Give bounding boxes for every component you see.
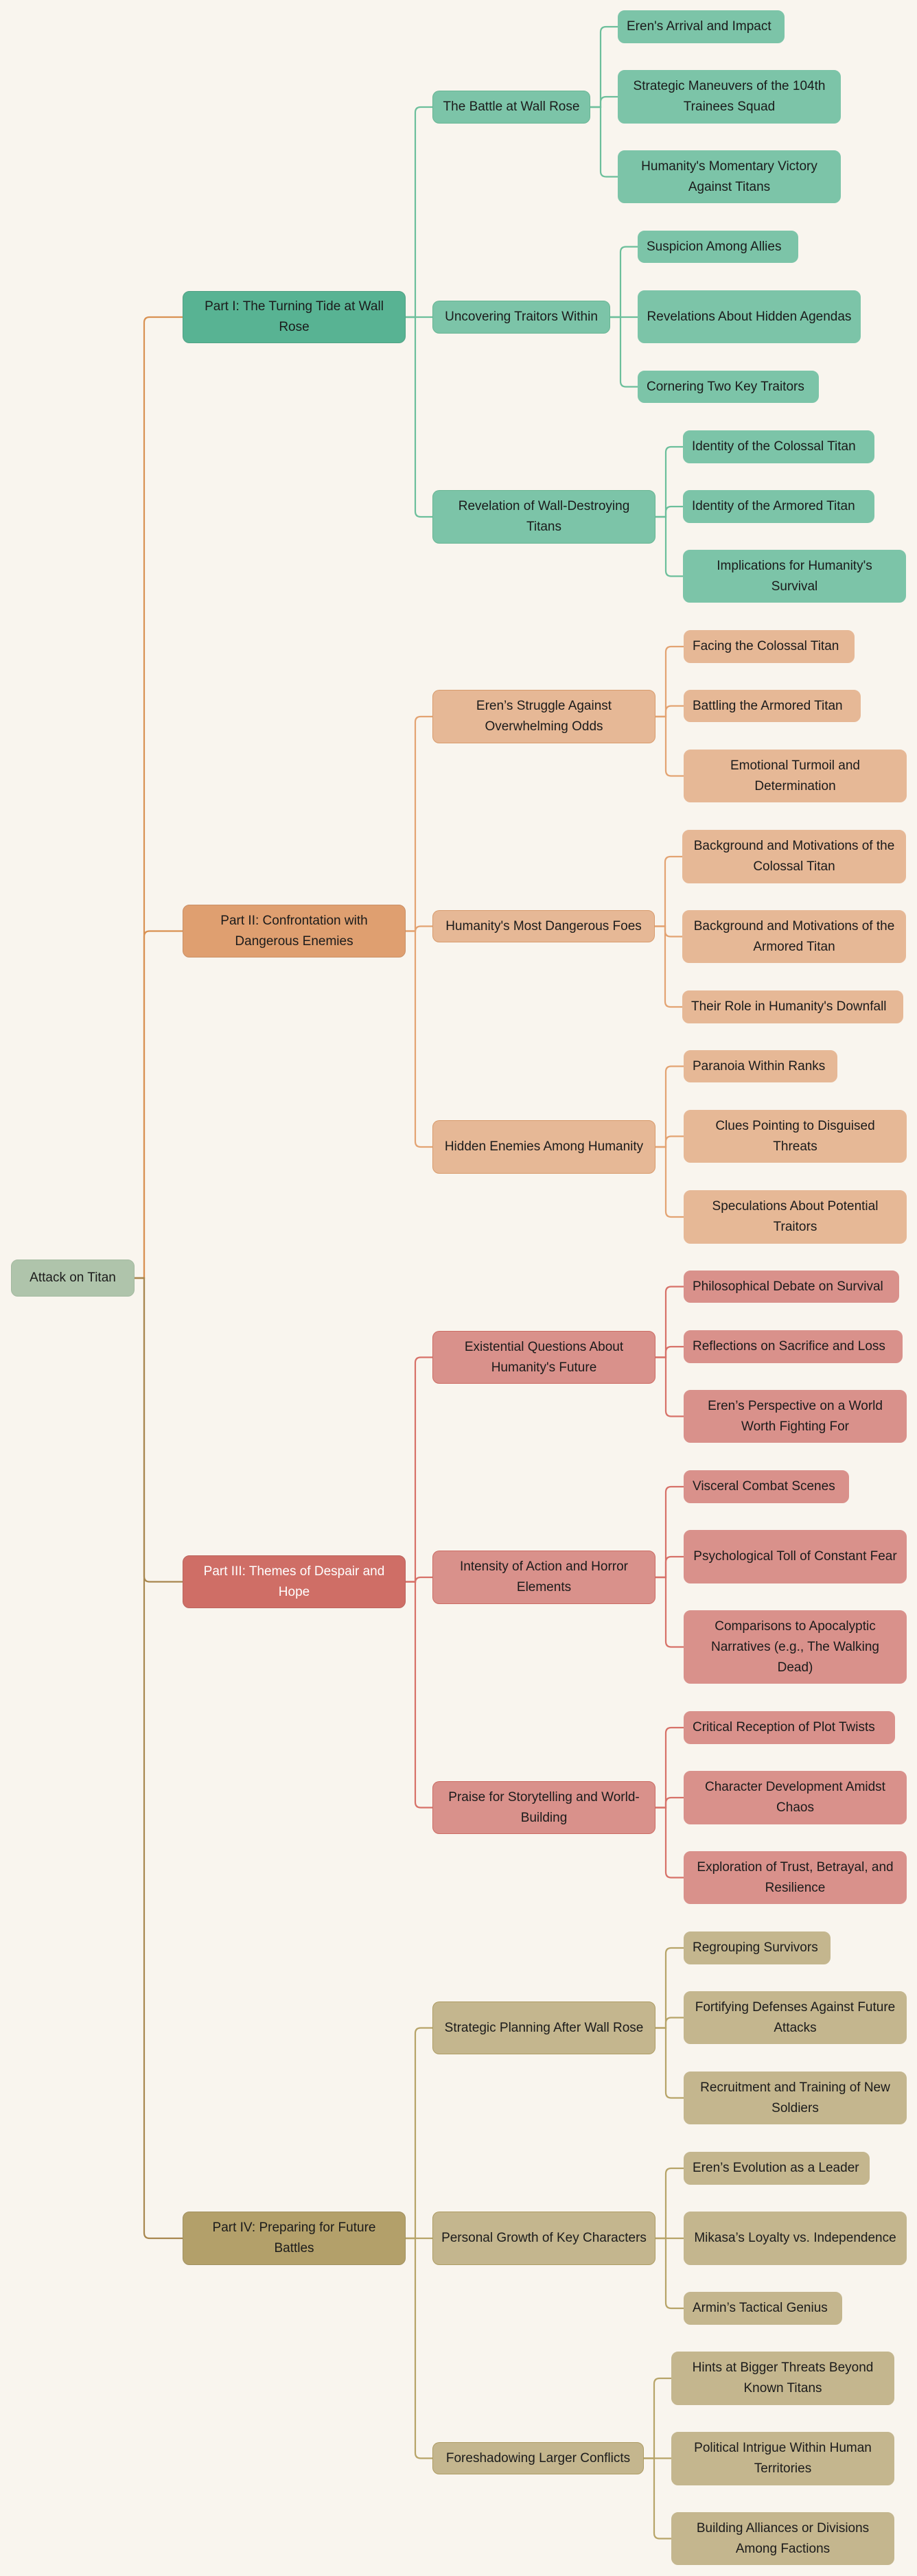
topic-to-subtopic-connector	[655, 1146, 684, 1218]
topic-to-subtopic-connector	[655, 505, 683, 518]
subtopic-node[interactable]: Philosophical Debate on Survival	[684, 1270, 899, 1303]
part-to-topic-connector	[406, 106, 432, 318]
topic-to-subtopic-connector	[655, 1135, 684, 1148]
topic-to-subtopic-connector	[655, 855, 682, 927]
part-node[interactable]: Part II: Confrontation with Dangerous En…	[183, 905, 406, 958]
topic-to-subtopic-connector	[644, 2457, 671, 2540]
subtopic-node[interactable]: Building Alliances or Divisions Among Fa…	[671, 2512, 894, 2565]
subtopic-node[interactable]: Exploration of Trust, Betrayal, and Resi…	[684, 1851, 907, 1904]
part-node[interactable]: Part IV: Preparing for Future Battles	[183, 2212, 406, 2265]
topic-to-subtopic-connector	[655, 1726, 684, 1809]
subtopic-node[interactable]: Humanity's Momentary Victory Against Tit…	[618, 150, 841, 203]
subtopic-node[interactable]: Eren’s Evolution as a Leader	[684, 2152, 870, 2185]
subtopic-node[interactable]: Armin’s Tactical Genius	[684, 2292, 842, 2325]
subtopic-node[interactable]: Recruitment and Training of New Soldiers	[684, 2072, 907, 2124]
subtopic-node[interactable]: Regrouping Survivors	[684, 1931, 831, 1964]
part-to-topic-connector	[406, 2237, 432, 2459]
subtopic-node[interactable]: Background and Motivations of the Coloss…	[682, 830, 906, 883]
subtopic-node[interactable]: Hints at Bigger Threats Beyond Known Tit…	[671, 2352, 894, 2405]
subtopic-node[interactable]: Speculations About Potential Traitors	[684, 1190, 907, 1244]
topic-to-subtopic-connector	[655, 445, 683, 518]
subtopic-node[interactable]: Emotional Turmoil and Determination	[684, 750, 907, 802]
topic-node[interactable]: Existential Questions About Humanity's F…	[432, 1331, 655, 1384]
subtopic-node[interactable]: Battling the Armored Titan	[684, 690, 861, 722]
subtopic-node[interactable]: Political Intrigue Within Human Territor…	[671, 2432, 894, 2485]
subtopic-node[interactable]: Mikasa’s Loyalty vs. Independence	[684, 2212, 907, 2265]
topic-node[interactable]: Eren’s Struggle Against Overwhelming Odd…	[432, 690, 655, 743]
subtopic-node[interactable]: Eren's Arrival and Impact	[618, 10, 785, 43]
subtopic-node[interactable]: Revelations About Hidden Agendas	[638, 290, 861, 343]
part-to-topic-connector	[406, 2027, 432, 2240]
topic-to-subtopic-connector	[590, 25, 618, 108]
root-node[interactable]: Attack on Titan	[11, 1260, 135, 1297]
subtopic-node[interactable]: Fortifying Defenses Against Future Attac…	[684, 1991, 907, 2044]
subtopic-node[interactable]: Critical Reception of Plot Twists	[684, 1711, 895, 1744]
part-node[interactable]: Part I: The Turning Tide at Wall Rose	[183, 291, 406, 343]
topic-to-subtopic-connector	[655, 1576, 684, 1648]
topic-node[interactable]: Foreshadowing Larger Conflicts	[432, 2442, 644, 2474]
part-to-topic-connector	[406, 316, 432, 518]
subtopic-node[interactable]: Background and Motivations of the Armore…	[682, 910, 906, 963]
topic-to-subtopic-connector	[655, 2017, 684, 2029]
part-to-topic-connector	[406, 930, 432, 1148]
topic-to-subtopic-connector	[655, 1947, 684, 2029]
subtopic-node[interactable]: Comparisons to Apocalyptic Narratives (e…	[684, 1610, 907, 1684]
topic-to-subtopic-connector	[655, 1065, 684, 1148]
subtopic-node[interactable]: Psychological Toll of Constant Fear	[684, 1530, 907, 1583]
topic-node[interactable]: The Battle at Wall Rose	[432, 91, 590, 124]
part-to-topic-connector	[406, 1356, 432, 1583]
topic-to-subtopic-connector	[644, 2377, 671, 2459]
topic-to-subtopic-connector	[655, 1345, 684, 1358]
topic-to-subtopic-connector	[655, 1356, 684, 1417]
part-node[interactable]: Part III: Themes of Despair and Hope	[183, 1555, 406, 1608]
topic-to-subtopic-connector	[655, 1807, 684, 1879]
root-to-part-connector	[135, 316, 183, 1279]
subtopic-node[interactable]: Suspicion Among Allies	[638, 231, 798, 263]
topic-node[interactable]: Humanity's Most Dangerous Foes	[432, 910, 655, 942]
topic-to-subtopic-connector	[655, 705, 684, 718]
subtopic-node[interactable]: Reflections on Sacrifice and Loss	[684, 1330, 903, 1363]
topic-to-subtopic-connector	[655, 515, 683, 577]
topic-to-subtopic-connector	[655, 925, 682, 1008]
topic-node[interactable]: Personal Growth of Key Characters	[432, 2212, 655, 2265]
root-to-part-connector	[135, 1277, 183, 1583]
subtopic-node[interactable]: Paranoia Within Ranks	[684, 1050, 837, 1082]
topic-to-subtopic-connector	[655, 1286, 684, 1358]
subtopic-node[interactable]: Facing the Colossal Titan	[684, 630, 855, 663]
subtopic-node[interactable]: Clues Pointing to Disguised Threats	[684, 1110, 907, 1163]
topic-to-subtopic-connector	[655, 925, 682, 938]
topic-node[interactable]: Uncovering Traitors Within	[432, 301, 610, 334]
subtopic-node[interactable]: Identity of the Colossal Titan	[683, 430, 874, 463]
topic-to-subtopic-connector	[590, 106, 618, 178]
subtopic-node[interactable]: Visceral Combat Scenes	[684, 1470, 849, 1503]
topic-to-subtopic-connector	[590, 95, 618, 108]
topic-to-subtopic-connector	[655, 2237, 684, 2310]
topic-to-subtopic-connector	[655, 1485, 684, 1579]
topic-to-subtopic-connector	[655, 1555, 684, 1579]
subtopic-node[interactable]: Identity of the Armored Titan	[683, 490, 874, 523]
subtopic-node[interactable]: Cornering Two Key Traitors	[638, 371, 819, 403]
subtopic-node[interactable]: Eren’s Perspective on a World Worth Figh…	[684, 1390, 907, 1443]
part-to-topic-connector	[406, 715, 432, 932]
topic-node[interactable]: Revelation of Wall-Destroying Titans	[432, 490, 655, 544]
topic-to-subtopic-connector	[655, 2027, 684, 2099]
topic-to-subtopic-connector	[655, 2167, 684, 2240]
topic-to-subtopic-connector	[655, 645, 684, 718]
topic-node[interactable]: Strategic Planning After Wall Rose	[432, 2001, 655, 2054]
subtopic-node[interactable]: Strategic Maneuvers of the 104th Trainee…	[618, 70, 841, 124]
topic-to-subtopic-connector	[655, 1796, 684, 1809]
subtopic-node[interactable]: Implications for Humanity's Survival	[683, 550, 906, 603]
topic-node[interactable]: Praise for Storytelling and World-Buildi…	[432, 1781, 655, 1834]
topic-node[interactable]: Intensity of Action and Horror Elements	[432, 1551, 655, 1604]
root-to-part-connector	[135, 1277, 183, 2240]
subtopic-node[interactable]: Their Role in Humanity's Downfall	[682, 990, 903, 1023]
part-to-topic-connector	[406, 1581, 432, 1809]
root-to-part-connector	[135, 930, 183, 1279]
topic-node[interactable]: Hidden Enemies Among Humanity	[432, 1120, 655, 1174]
topic-to-subtopic-connector	[610, 316, 638, 388]
subtopic-node[interactable]: Character Development Amidst Chaos	[684, 1771, 907, 1824]
topic-to-subtopic-connector	[655, 715, 684, 777]
topic-to-subtopic-connector	[610, 246, 638, 318]
